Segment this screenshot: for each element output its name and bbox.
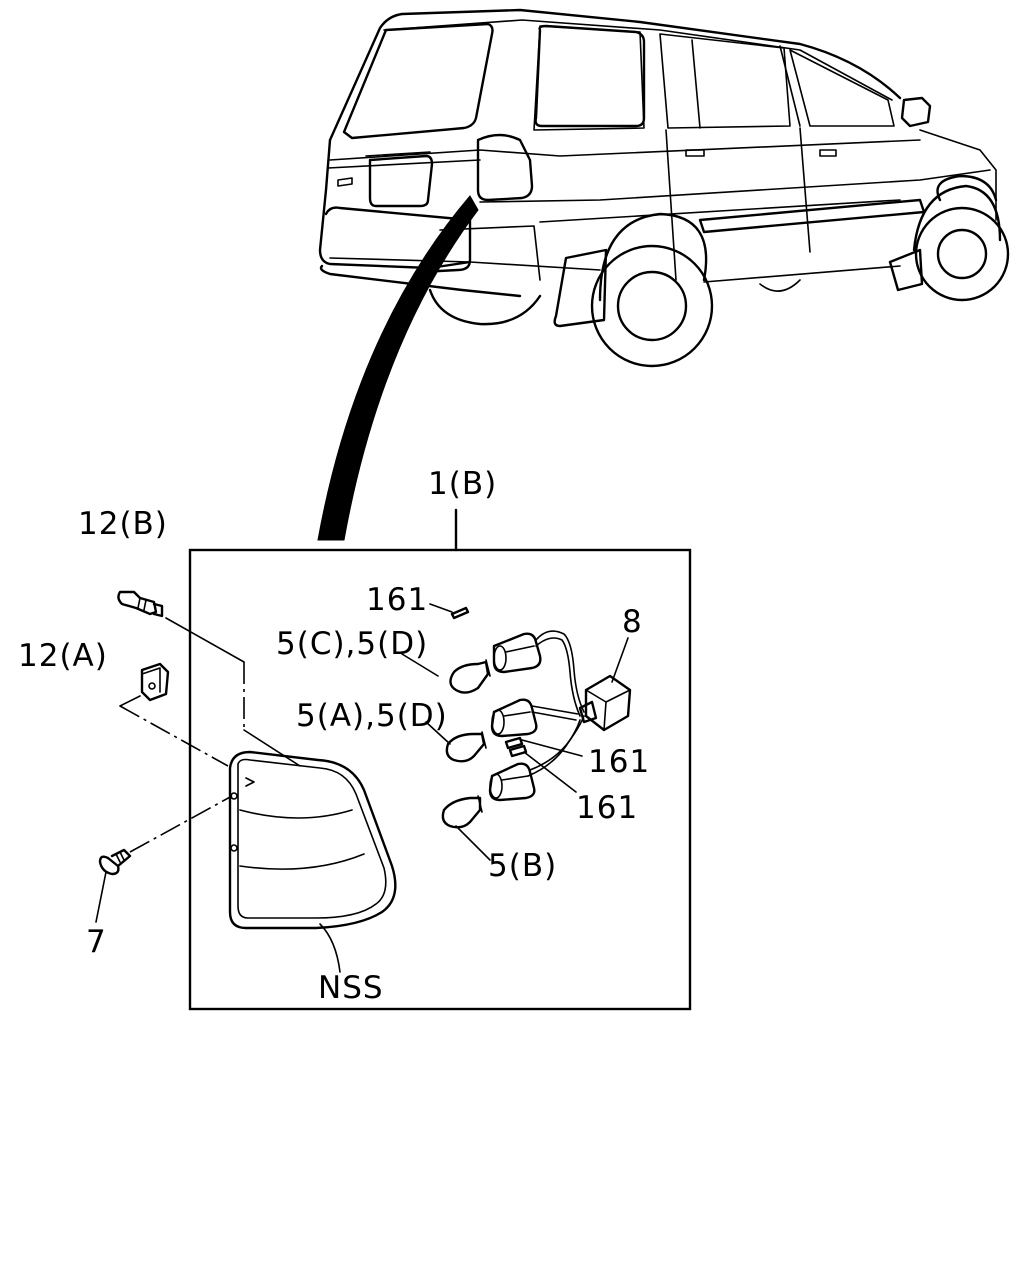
label-bolt-12b: 12(B) (78, 506, 168, 542)
wiring-harness (527, 630, 585, 777)
vehicle-illustration (318, 8, 1010, 368)
label-nut-12a: 12(A) (18, 638, 108, 674)
nss-leader (319, 923, 341, 973)
bolt-12b (117, 590, 164, 618)
label-nss: NSS (318, 970, 384, 1006)
connector-8 (578, 674, 632, 732)
socket-middle (490, 698, 538, 738)
socket-lower (488, 762, 536, 802)
label-bulb-5ad: 5(A),5(D) (296, 698, 448, 734)
bulb-5cd (449, 659, 491, 694)
tail-lamp-lens (228, 750, 397, 930)
label-grommet-161-low: 161 (576, 790, 638, 826)
label-connector-8: 8 (622, 604, 643, 640)
label-assembly: 1(B) (428, 466, 497, 502)
bulb-5b (441, 795, 483, 829)
nut-12a (140, 662, 170, 702)
grommet-161-low (508, 744, 528, 758)
bulb-5ad (445, 731, 487, 763)
label-screw-7: 7 (86, 924, 107, 960)
label-grommet-161-top: 161 (366, 582, 428, 618)
grommet-161-top (450, 606, 470, 620)
label-grommet-161-mid: 161 (588, 744, 650, 780)
screw-7 (98, 848, 132, 876)
label-bulb-5cd: 5(C),5(D) (276, 626, 428, 662)
detail-frame (188, 548, 692, 1011)
socket-upper (492, 632, 542, 674)
label-bulb-5b: 5(B) (488, 848, 557, 884)
callout-leader (317, 195, 479, 541)
grommet-161-mid (504, 736, 524, 750)
